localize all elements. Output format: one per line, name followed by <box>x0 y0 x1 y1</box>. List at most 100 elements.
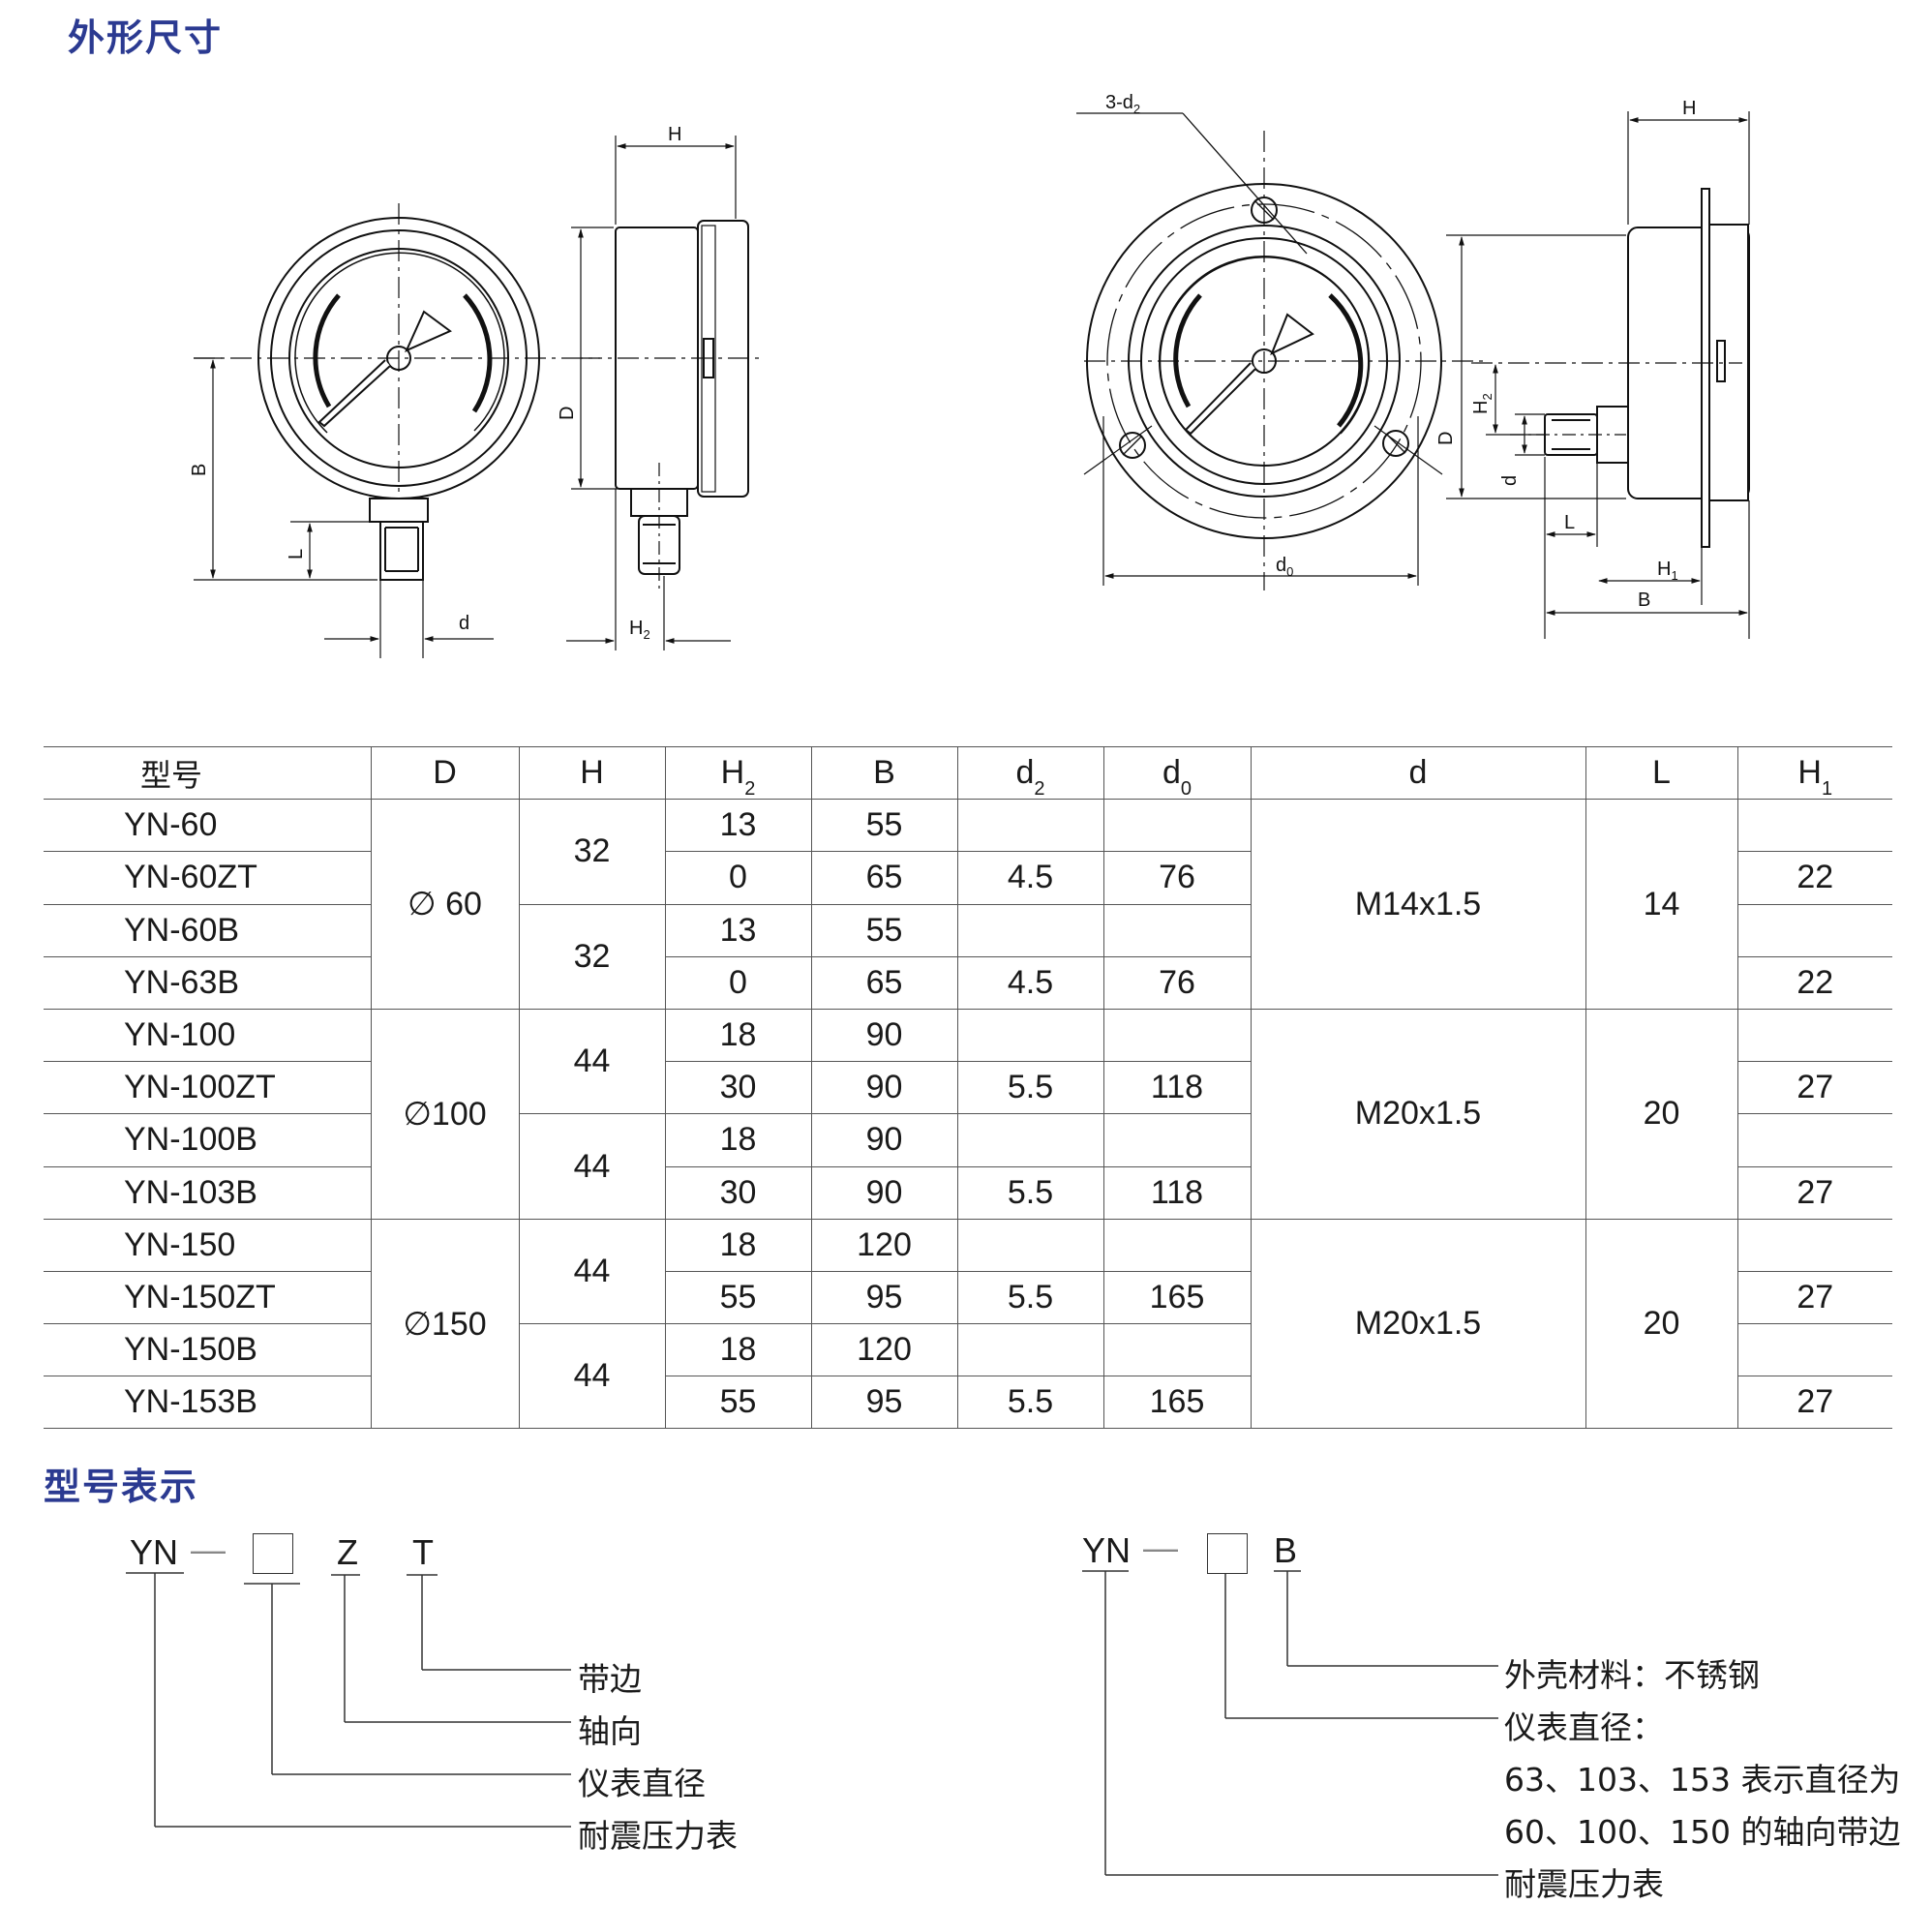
dim-label-H1-right: H1 <box>1657 559 1678 583</box>
dim-label-H-right: H <box>1682 98 1696 119</box>
cell-model: YN-150 <box>44 1219 371 1272</box>
dim-label-H2-left: H2 <box>629 618 650 642</box>
cell-H1 <box>1736 1323 1892 1377</box>
cell-B: 120 <box>810 1219 957 1272</box>
code-right-label-material: 外壳材料：不锈钢 <box>1504 1656 1760 1694</box>
code-right-b: B <box>1274 1530 1298 1570</box>
cell-d0 <box>1102 799 1251 853</box>
cell-d0 <box>1102 1009 1251 1063</box>
cell-H2: 18 <box>664 1113 811 1167</box>
cell-model: YN-60ZT <box>44 851 371 905</box>
cell-model: YN-60B <box>44 904 371 957</box>
cell-B: 65 <box>810 851 957 905</box>
code-left-label-type: 耐震压力表 <box>578 1817 738 1855</box>
header-H2: H2 <box>664 745 811 801</box>
dim-label-L-left: L <box>286 549 307 559</box>
cell-model: YN-150B <box>44 1323 371 1377</box>
cell-D: ∅ 60 <box>370 799 519 1010</box>
cell-L: 20 <box>1585 1219 1737 1430</box>
cell-d2: 5.5 <box>956 1166 1103 1220</box>
cell-H2: 13 <box>664 904 811 957</box>
cell-B: 65 <box>810 956 957 1010</box>
header-d0: d0 <box>1102 745 1251 801</box>
dimension-drawings: B L d H D H2 3-d2 d0 H D H2 d L H1 B <box>189 92 1750 658</box>
cell-H2: 55 <box>664 1271 811 1325</box>
cell-H1 <box>1736 1219 1892 1272</box>
code-right-size-box <box>1207 1533 1248 1574</box>
cell-L: 14 <box>1585 799 1737 1010</box>
cell-model: YN-153B <box>44 1376 371 1430</box>
cell-L: 20 <box>1585 1009 1737 1220</box>
code-left-label-axial: 轴向 <box>578 1712 642 1750</box>
cell-D: ∅150 <box>370 1219 519 1430</box>
code-right-label-note-1: 63、103、153 表示直径为 <box>1504 1761 1901 1799</box>
table-header-row: 型号 D H H2 B d2 d0 d L H1 <box>44 745 1892 801</box>
cell-B: 90 <box>810 1009 957 1063</box>
cell-B: 120 <box>810 1323 957 1377</box>
cell-H: 44 <box>518 1219 665 1325</box>
cell-model: YN-150ZT <box>44 1271 371 1325</box>
cell-H1: 22 <box>1736 851 1892 905</box>
cell-thread: M20x1.5 <box>1250 1219 1585 1430</box>
cell-d0: 165 <box>1102 1271 1251 1325</box>
code-left-dash: — <box>191 1529 226 1569</box>
dim-label-H-left: H <box>668 124 681 145</box>
left-gauge-front-view <box>194 203 600 658</box>
cell-d2 <box>956 1113 1103 1167</box>
cell-H: 32 <box>518 904 665 1010</box>
cell-H2: 18 <box>664 1009 811 1063</box>
cell-H: 44 <box>518 1113 665 1220</box>
cell-d2 <box>956 904 1103 957</box>
cell-d0: 118 <box>1102 1061 1251 1115</box>
cell-d0: 118 <box>1102 1166 1251 1220</box>
header-d2: d2 <box>956 745 1103 801</box>
cell-d0 <box>1102 1113 1251 1167</box>
cell-d2 <box>956 1009 1103 1063</box>
cell-H1 <box>1736 904 1892 957</box>
cell-d0 <box>1102 1219 1251 1272</box>
cell-d0 <box>1102 904 1251 957</box>
dim-label-B-right: B <box>1638 590 1650 611</box>
cell-H1: 27 <box>1736 1166 1892 1220</box>
code-left-prefix: YN <box>130 1532 179 1572</box>
cell-H2: 0 <box>664 851 811 905</box>
cell-H2: 30 <box>664 1166 811 1220</box>
dim-label-D-left: D <box>557 407 578 420</box>
cell-B: 95 <box>810 1271 957 1325</box>
cell-thread: M20x1.5 <box>1250 1009 1585 1220</box>
header-L: L <box>1585 745 1737 801</box>
cell-H1 <box>1736 1113 1892 1167</box>
cell-B: 55 <box>810 904 957 957</box>
cell-d2: 4.5 <box>956 851 1103 905</box>
cell-H1: 27 <box>1736 1376 1892 1430</box>
code-right-dash: — <box>1143 1527 1178 1567</box>
code-right-prefix: YN <box>1082 1530 1132 1570</box>
code-right-label-type: 耐震压力表 <box>1504 1865 1664 1903</box>
cell-B: 95 <box>810 1376 957 1430</box>
code-left-label-flange: 带边 <box>578 1660 642 1698</box>
cell-d2 <box>956 799 1103 853</box>
dim-label-B-left: B <box>189 464 210 476</box>
cell-H2: 18 <box>664 1323 811 1377</box>
cell-H: 44 <box>518 1009 665 1115</box>
code-right-label-note-2: 60、100、150 的轴向带边 <box>1504 1813 1901 1851</box>
cell-H2: 30 <box>664 1061 811 1115</box>
cell-H2: 13 <box>664 799 811 853</box>
cell-d0: 76 <box>1102 851 1251 905</box>
header-d: d <box>1250 745 1585 801</box>
cell-model: YN-100 <box>44 1009 371 1063</box>
cell-d0 <box>1102 1323 1251 1377</box>
cell-H1: 27 <box>1736 1061 1892 1115</box>
section-title-model-code: 型号表示 <box>44 1466 199 1508</box>
cell-H2: 55 <box>664 1376 811 1430</box>
dim-label-3d2: 3-d2 <box>1105 92 1140 116</box>
dim-label-D-right: D <box>1435 432 1457 445</box>
